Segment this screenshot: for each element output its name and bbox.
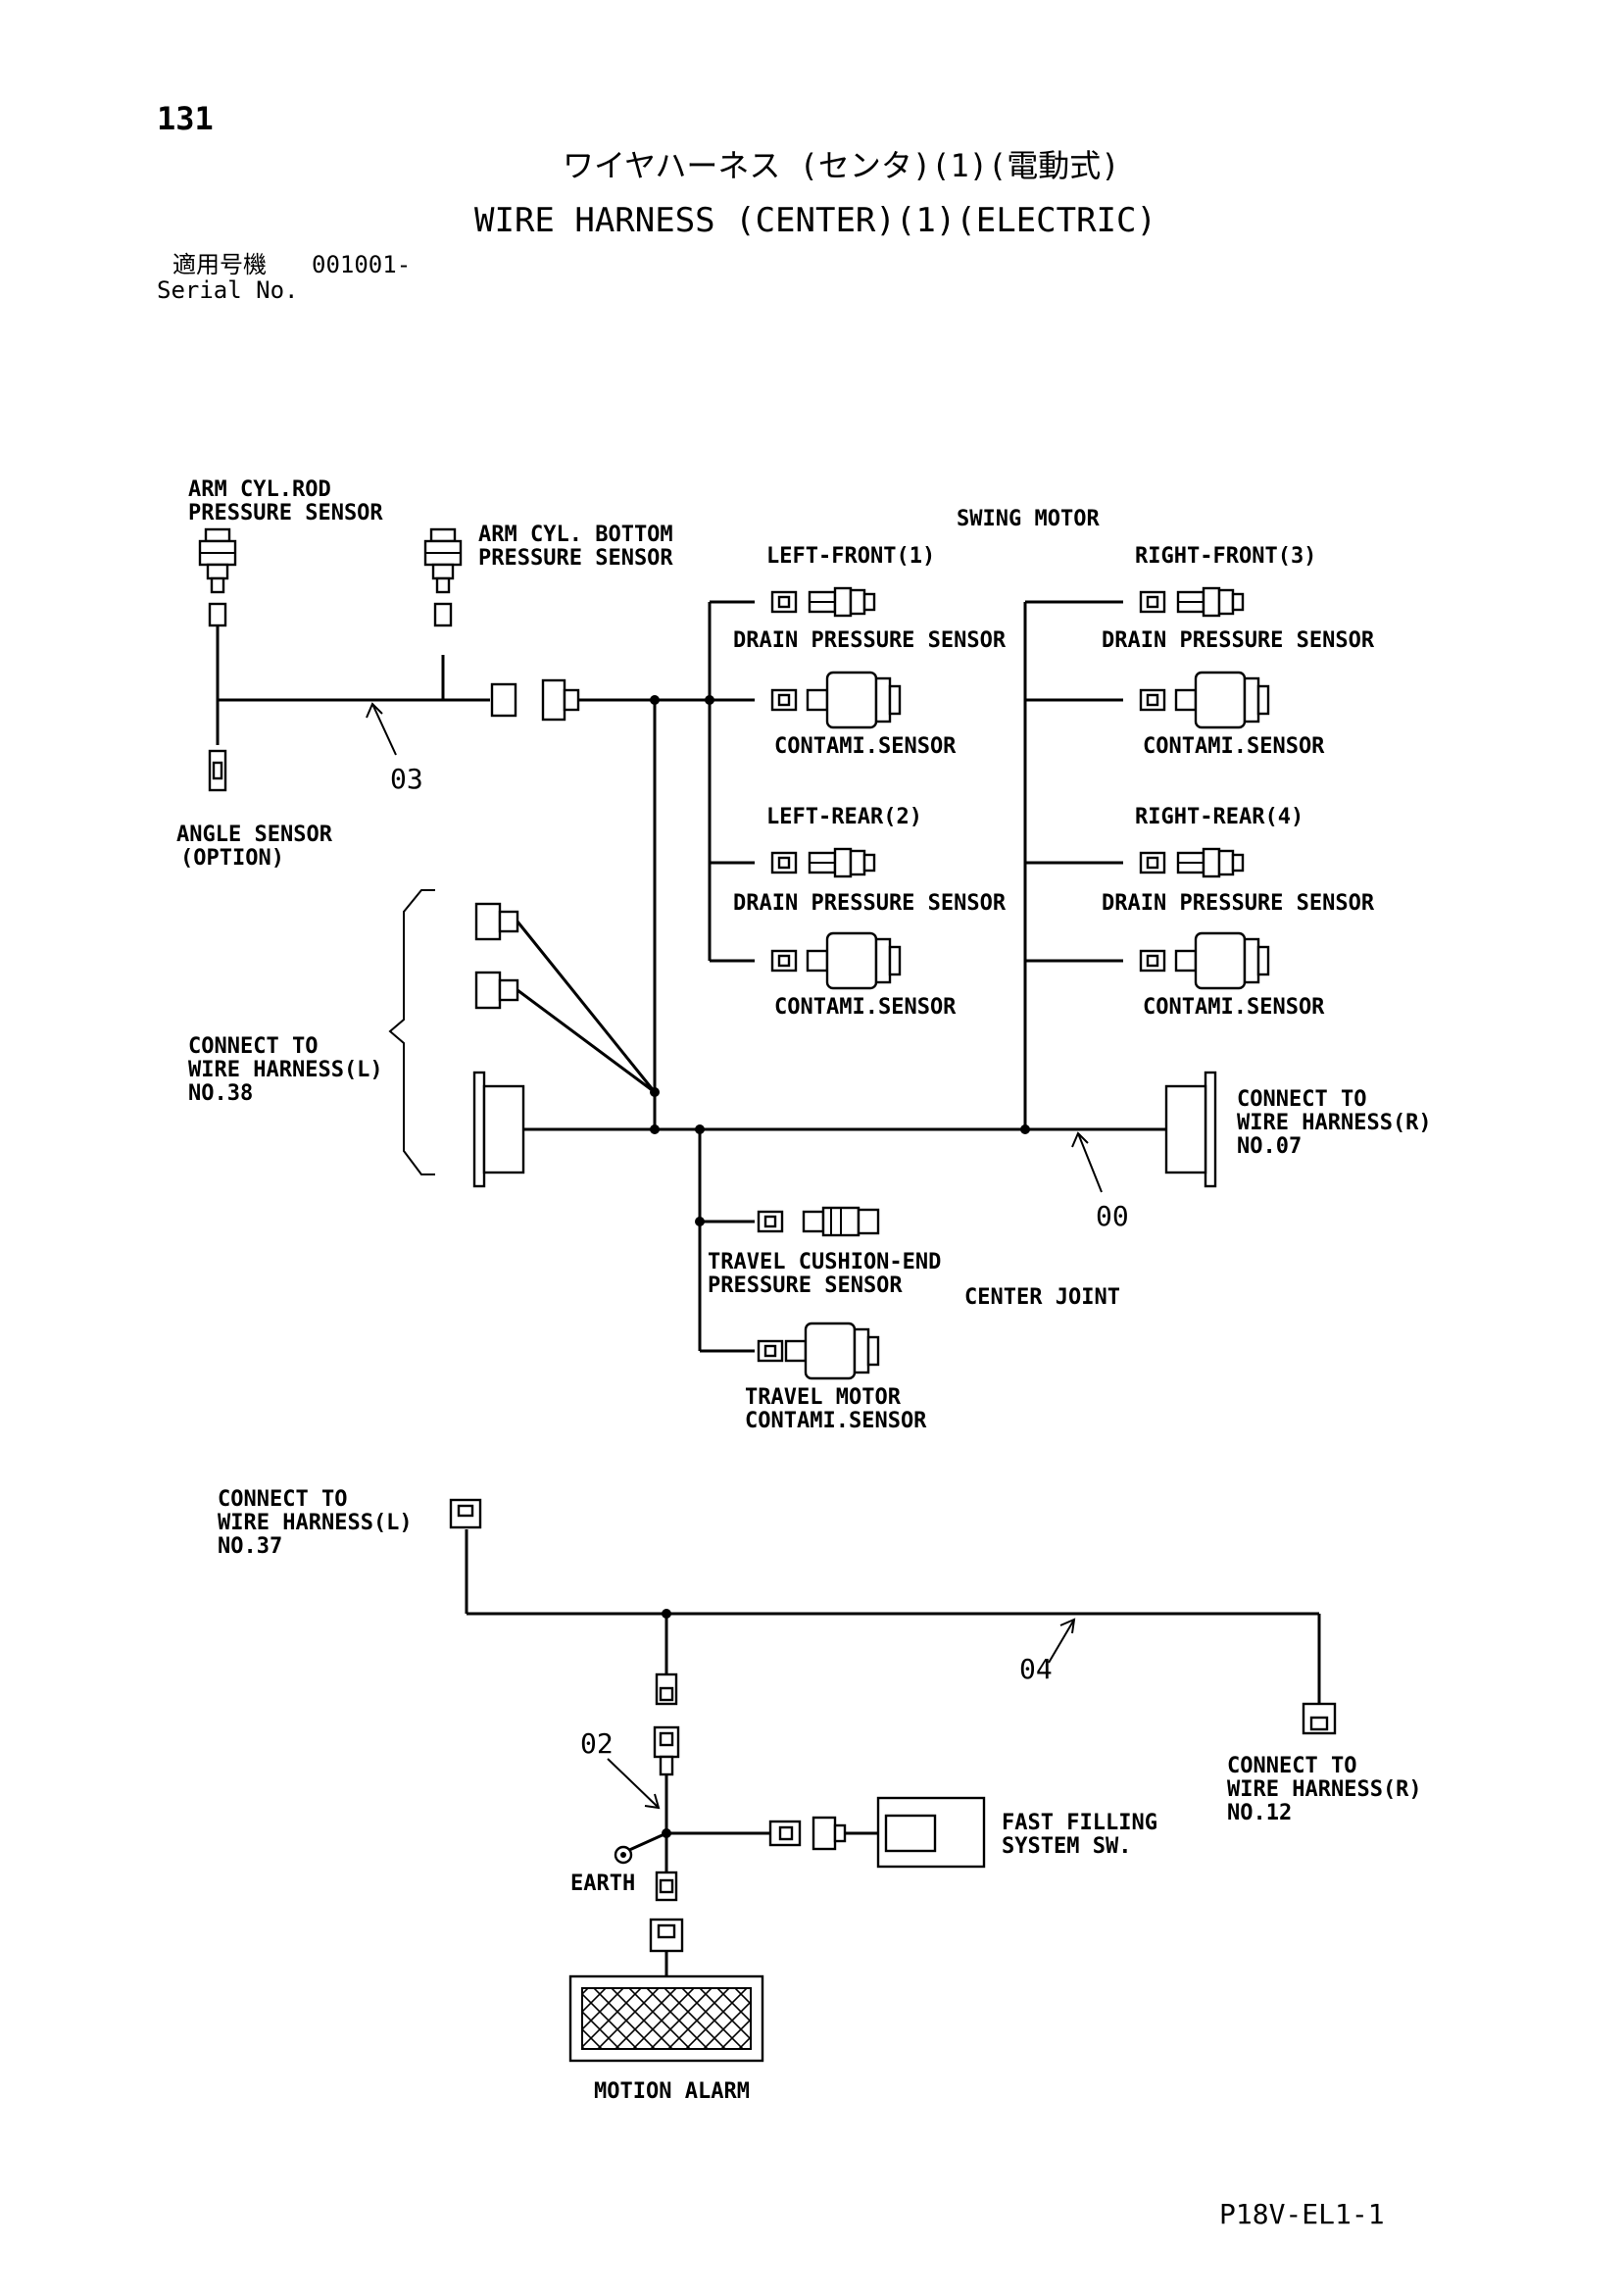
- connector-r07-flange: [1164, 1071, 1217, 1188]
- connector-02-pair: [653, 1672, 680, 1776]
- page-number: 131: [157, 100, 214, 137]
- left-front-drain-sensor: [770, 586, 876, 618]
- harness-wires-lower: [465, 1529, 1321, 1976]
- label-travel-cushion-2: PRESSURE SENSOR: [708, 1273, 903, 1298]
- label-drain-lf: DRAIN PRESSURE SENSOR: [733, 628, 1007, 653]
- connector-l38-a: [474, 902, 519, 941]
- label-earth: EARTH: [570, 1872, 635, 1896]
- label-conn-r12-3: NO.12: [1227, 1801, 1292, 1825]
- left-front-contami-sensor: [770, 671, 902, 729]
- label-conn-l37-3: NO.37: [218, 1534, 282, 1559]
- label-fast-filling-2: SYSTEM SW.: [1002, 1834, 1131, 1859]
- serial-label-jp: 適用号機: [172, 251, 267, 278]
- arm-harness-connector-pair: [490, 678, 580, 722]
- label-drain-rr: DRAIN PRESSURE SENSOR: [1102, 891, 1375, 916]
- label-motion-alarm: MOTION ALARM: [594, 2079, 750, 2104]
- drawing-code: P18V-EL1-1: [1219, 2198, 1385, 2230]
- leader-03: [366, 702, 397, 756]
- label-conn-r07-2: WIRE HARNESS(R): [1237, 1111, 1432, 1135]
- fast-filling-switch: [768, 1796, 986, 1869]
- label-conn-r12-2: WIRE HARNESS(R): [1227, 1777, 1422, 1802]
- harness-wires-upper: [216, 600, 1166, 1353]
- title-japanese: ワイヤハーネス (センタ)(1)(電動式): [563, 147, 1120, 184]
- label-conn-l38-1: CONNECT TO: [188, 1034, 318, 1059]
- arm-bottom-sensor: [423, 527, 463, 627]
- right-front-drain-sensor: [1139, 586, 1245, 618]
- label-arm-bottom-2: PRESSURE SENSOR: [478, 546, 673, 571]
- label-conn-r07-1: CONNECT TO: [1237, 1087, 1366, 1112]
- part-number-04: 04: [1019, 1653, 1053, 1685]
- serial-value: 001001-: [312, 251, 411, 278]
- connector-motion-alarm: [649, 1871, 684, 1953]
- travel-motor-contami-sensor: [757, 1322, 880, 1380]
- label-contami-lr: CONTAMI.SENSOR: [774, 995, 957, 1020]
- label-swing-motor: SWING MOTOR: [957, 507, 1100, 531]
- leader-04: [1048, 1618, 1076, 1664]
- junction-dots-upper: [650, 695, 1030, 1226]
- earth-terminal: [614, 1845, 633, 1865]
- label-travel-motor-1: TRAVEL MOTOR: [745, 1385, 902, 1410]
- label-left-front: LEFT-FRONT(1): [766, 544, 935, 569]
- right-front-contami-sensor: [1139, 671, 1270, 729]
- label-conn-r07-3: NO.07: [1237, 1134, 1302, 1159]
- leader-00: [1071, 1131, 1103, 1193]
- travel-cushion-sensor: [757, 1206, 880, 1237]
- label-left-rear: LEFT-REAR(2): [766, 805, 922, 829]
- arm-rod-sensor: [198, 527, 237, 627]
- label-conn-l38-3: NO.38: [188, 1081, 253, 1106]
- label-arm-bottom-1: ARM CYL. BOTTOM: [478, 523, 673, 547]
- label-right-front: RIGHT-FRONT(3): [1135, 544, 1316, 569]
- left-rear-contami-sensor: [770, 931, 902, 990]
- part-number-02: 02: [580, 1727, 614, 1760]
- label-arm-rod-2: PRESSURE SENSOR: [188, 501, 383, 525]
- connect-bracket: [388, 889, 435, 1175]
- connector-l37: [449, 1498, 482, 1529]
- label-travel-motor-2: CONTAMI.SENSOR: [745, 1409, 927, 1433]
- left-rear-drain-sensor: [770, 847, 876, 878]
- label-contami-lf: CONTAMI.SENSOR: [774, 734, 957, 759]
- title-english: WIRE HARNESS (CENTER)(1)(ELECTRIC): [474, 201, 1156, 240]
- label-drain-rf: DRAIN PRESSURE SENSOR: [1102, 628, 1375, 653]
- right-rear-contami-sensor: [1139, 931, 1270, 990]
- label-angle-2: (OPTION): [180, 846, 284, 871]
- label-center-joint: CENTER JOINT: [964, 1285, 1120, 1310]
- label-conn-l37-1: CONNECT TO: [218, 1487, 347, 1512]
- label-conn-l38-2: WIRE HARNESS(L): [188, 1058, 383, 1082]
- label-drain-lr: DRAIN PRESSURE SENSOR: [733, 891, 1007, 916]
- label-fast-filling-1: FAST FILLING: [1002, 1811, 1157, 1835]
- label-contami-rr: CONTAMI.SENSOR: [1143, 995, 1325, 1020]
- junction-dots-lower: [662, 1609, 671, 1838]
- part-number-03: 03: [390, 763, 423, 795]
- connector-l38-flange: [472, 1071, 533, 1188]
- part-number-00: 00: [1096, 1200, 1129, 1232]
- label-conn-l37-2: WIRE HARNESS(L): [218, 1511, 413, 1535]
- label-right-rear: RIGHT-REAR(4): [1135, 805, 1303, 829]
- leader-02: [607, 1758, 661, 1810]
- connector-r12: [1302, 1702, 1337, 1735]
- right-rear-drain-sensor: [1139, 847, 1245, 878]
- connector-l38-b: [474, 971, 519, 1010]
- motion-alarm: [568, 1974, 764, 2063]
- label-contami-rf: CONTAMI.SENSOR: [1143, 734, 1325, 759]
- serial-label-en: Serial No.: [157, 276, 299, 304]
- label-arm-rod-1: ARM CYL.ROD: [188, 477, 331, 502]
- angle-sensor-connector: [208, 749, 227, 792]
- label-angle-1: ANGLE SENSOR: [176, 823, 333, 847]
- label-conn-r12-1: CONNECT TO: [1227, 1754, 1356, 1778]
- label-travel-cushion-1: TRAVEL CUSHION-END: [708, 1250, 941, 1274]
